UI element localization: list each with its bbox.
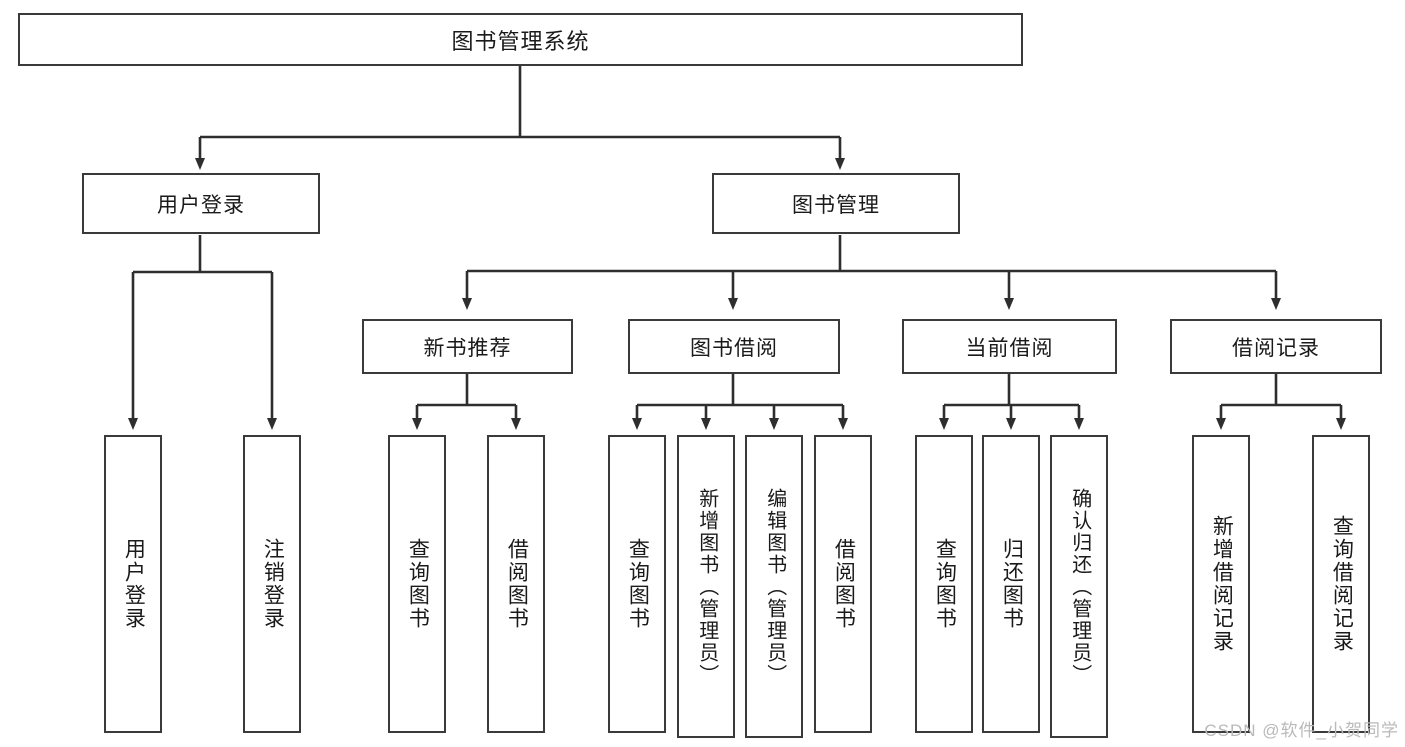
node-label: 确认归还（管理员）: [1068, 487, 1091, 686]
node-borrow-record[interactable]: 借阅记录: [1170, 319, 1382, 374]
leaf-record-add-record[interactable]: 新增借阅记录: [1192, 435, 1250, 733]
node-book-borrow[interactable]: 图书借阅: [628, 319, 840, 374]
node-label: 注销登录: [261, 538, 285, 630]
node-label: 新增借阅记录: [1210, 515, 1234, 653]
node-label: 查询图书: [933, 538, 957, 630]
node-label: 新书推荐: [423, 336, 512, 360]
leaf-user-logout[interactable]: 注销登录: [243, 435, 301, 733]
node-label: 归还图书: [1000, 538, 1024, 630]
leaf-borrow-borrow-book[interactable]: 借阅图书: [814, 435, 872, 733]
node-book-management[interactable]: 图书管理: [712, 173, 960, 234]
leaf-current-return-book[interactable]: 归还图书: [982, 435, 1040, 733]
node-label: 图书管理: [792, 193, 880, 217]
node-label: 借阅记录: [1232, 336, 1320, 360]
leaf-borrow-edit-book-admin[interactable]: 编辑图书（管理员）: [745, 435, 803, 738]
node-label: 借阅图书: [832, 538, 856, 630]
node-label: 用户登录: [122, 538, 146, 630]
leaf-recommend-borrow-book[interactable]: 借阅图书: [487, 435, 545, 733]
node-label: 借阅图书: [505, 538, 529, 630]
leaf-borrow-add-book-admin[interactable]: 新增图书（管理员）: [677, 435, 735, 738]
node-user-login[interactable]: 用户登录: [82, 173, 320, 234]
node-root-system[interactable]: 图书管理系统: [18, 13, 1023, 66]
node-current-borrow[interactable]: 当前借阅: [902, 319, 1117, 374]
leaf-borrow-query-book[interactable]: 查询图书: [608, 435, 666, 733]
node-label: 新增图书（管理员）: [695, 487, 718, 686]
leaf-recommend-query-book[interactable]: 查询图书: [388, 435, 446, 733]
node-label: 用户登录: [157, 193, 245, 217]
csdn-watermark: CSDN @软件_小贺同学: [1204, 721, 1399, 740]
node-label: 查询图书: [406, 538, 430, 630]
node-label: 当前借阅: [965, 336, 1054, 360]
node-label: 查询借阅记录: [1330, 515, 1354, 653]
node-label: 图书借阅: [690, 336, 778, 360]
leaf-record-query-record[interactable]: 查询借阅记录: [1312, 435, 1370, 733]
leaf-current-confirm-return-admin[interactable]: 确认归还（管理员）: [1050, 435, 1108, 738]
node-label: 查询图书: [626, 538, 650, 630]
node-label: 编辑图书（管理员）: [763, 487, 786, 686]
leaf-user-login[interactable]: 用户登录: [104, 435, 162, 733]
node-label: 图书管理系统: [451, 28, 590, 54]
node-new-book-recommend[interactable]: 新书推荐: [362, 319, 573, 374]
leaf-current-query-book[interactable]: 查询图书: [915, 435, 973, 733]
